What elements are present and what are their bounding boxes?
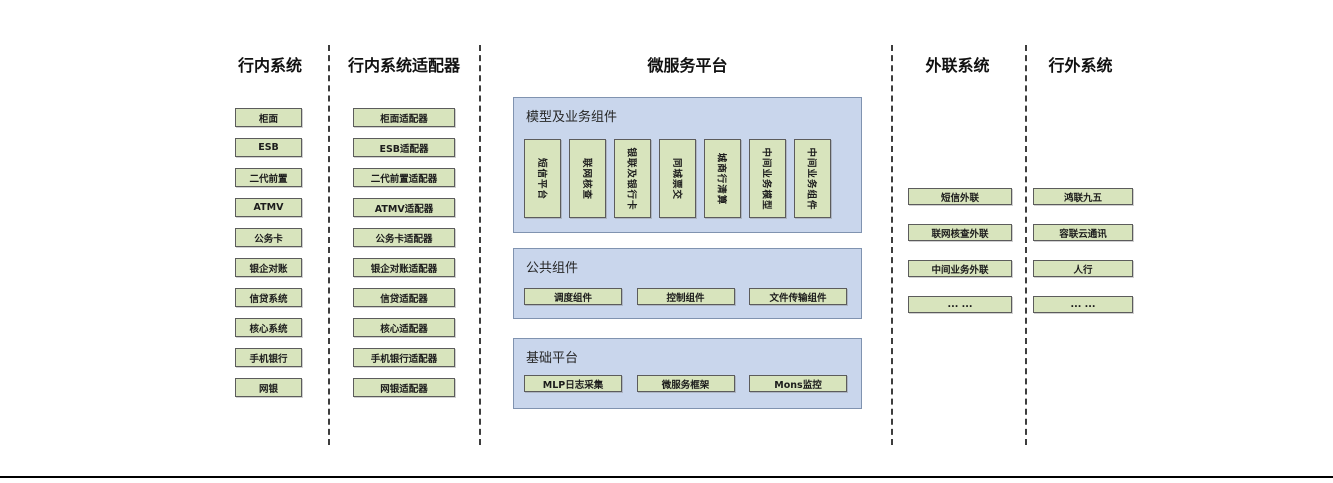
adapter-box: 核心适配器 — [353, 318, 455, 337]
panel-common-components: 公共组件 调度组件 控制组件 文件传输组件 — [513, 248, 862, 319]
component-label: 城商行清算 — [715, 152, 727, 205]
component-box: 文件传输组件 — [749, 288, 847, 305]
adapter-box: 银企对账适配器 — [353, 258, 455, 277]
panel-base-platform: 基础平台 MLP日志采集 微服务框架 Mons监控 — [513, 338, 862, 409]
adapter-box: 信贷适配器 — [353, 288, 455, 307]
external-box: 人行 — [1033, 260, 1133, 277]
component-label: 短信平台 — [535, 157, 547, 200]
column-separator — [328, 45, 330, 445]
outlink-box: 中间业务外联 — [908, 260, 1012, 277]
panel-model-business-components: 模型及业务组件 短信平台 联网核查 银联及银行卡 同城票交 城商行清算 中间业务… — [513, 97, 862, 233]
system-box: 柜面 — [235, 108, 302, 127]
column-title-internal-systems: 行内系统 — [237, 56, 302, 75]
component-label: 银联及银行卡 — [625, 146, 637, 211]
component-box: 调度组件 — [524, 288, 622, 305]
component-label: 联网核查 — [580, 157, 592, 200]
adapter-box: 公务卡适配器 — [353, 228, 455, 247]
base-platform-row: MLP日志采集 微服务框架 Mons监控 — [524, 375, 847, 392]
system-box: ESB — [235, 138, 302, 157]
component-label: 中间业务模型 — [760, 146, 772, 211]
outlink-box: 短信外联 — [908, 188, 1012, 205]
internal-systems-list: 柜面 ESB 二代前置 ATMV 公务卡 银企对账 信贷系统 核心系统 手机银行… — [235, 108, 302, 397]
adapter-box: 柜面适配器 — [353, 108, 455, 127]
panel-title: 模型及业务组件 — [526, 110, 618, 125]
component-box: 中间业务组件 — [794, 139, 831, 218]
component-box: 短信平台 — [524, 139, 561, 218]
component-label: 中间业务组件 — [805, 146, 817, 211]
component-box: 同城票交 — [659, 139, 696, 218]
component-label: 同城票交 — [670, 157, 682, 200]
model-components-row: 短信平台 联网核查 银联及银行卡 同城票交 城商行清算 中间业务模型 中间业务组… — [524, 139, 831, 218]
external-box: ... ... — [1033, 296, 1133, 313]
adapter-box: 二代前置适配器 — [353, 168, 455, 187]
external-box: 鸿联九五 — [1033, 188, 1133, 205]
column-title-internal-adapters: 行内系统适配器 — [347, 56, 460, 75]
external-box: 容联云通讯 — [1033, 224, 1133, 241]
adapter-box: ESB适配器 — [353, 138, 455, 157]
component-box: 微服务框架 — [636, 375, 735, 392]
column-title-external-systems: 行外系统 — [1048, 56, 1113, 75]
adapter-list: 柜面适配器 ESB适配器 二代前置适配器 ATMV适配器 公务卡适配器 银企对账… — [353, 108, 455, 397]
component-box: 控制组件 — [636, 288, 735, 305]
system-box: 手机银行 — [235, 348, 302, 367]
bottom-divider — [0, 476, 1333, 478]
component-box: 中间业务模型 — [749, 139, 786, 218]
system-box: 二代前置 — [235, 168, 302, 187]
column-title-outlink-systems: 外联系统 — [925, 56, 990, 75]
system-box: 银企对账 — [235, 258, 302, 277]
outlink-systems-list: 短信外联 联网核查外联 中间业务外联 ... ... — [908, 188, 1012, 313]
column-separator — [891, 45, 893, 445]
component-box: MLP日志采集 — [524, 375, 622, 392]
adapter-box: 网银适配器 — [353, 378, 455, 397]
outlink-box: ... ... — [908, 296, 1012, 313]
system-box: 公务卡 — [235, 228, 302, 247]
common-components-row: 调度组件 控制组件 文件传输组件 — [524, 288, 847, 305]
column-separator — [1025, 45, 1027, 445]
external-systems-list: 鸿联九五 容联云通讯 人行 ... ... — [1033, 188, 1133, 313]
outlink-box: 联网核查外联 — [908, 224, 1012, 241]
system-box: ATMV — [235, 198, 302, 217]
column-title-microservice-platform: 微服务平台 — [647, 56, 728, 75]
component-box: 联网核查 — [569, 139, 606, 218]
panel-title: 基础平台 — [526, 351, 579, 366]
panel-title: 公共组件 — [526, 261, 579, 276]
adapter-box: 手机银行适配器 — [353, 348, 455, 367]
system-box: 核心系统 — [235, 318, 302, 337]
component-box: 城商行清算 — [704, 139, 741, 218]
column-separator — [479, 45, 481, 445]
component-box: Mons监控 — [749, 375, 847, 392]
system-box: 信贷系统 — [235, 288, 302, 307]
adapter-box: ATMV适配器 — [353, 198, 455, 217]
system-box: 网银 — [235, 378, 302, 397]
component-box: 银联及银行卡 — [614, 139, 651, 218]
